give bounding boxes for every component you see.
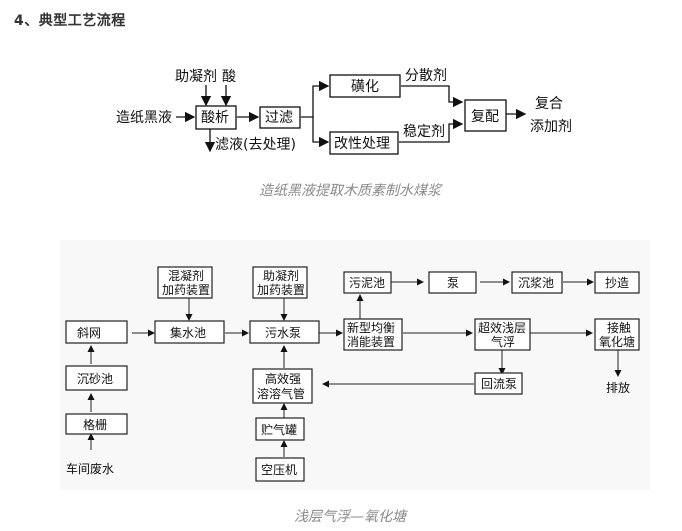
pulp-pool-box: 沉浆池	[518, 275, 554, 290]
diagram2-caption: 浅层气浮—氧化塘	[294, 509, 406, 525]
papermaking-box: 抄造	[605, 276, 629, 290]
equalizer-line1: 新型均衡	[347, 320, 395, 335]
coagulant-dosing-line2: 加药装置	[162, 283, 210, 297]
grit-chamber-box: 沉砂池	[77, 372, 113, 386]
oxidation-pond-line2: 氧化塘	[599, 334, 635, 349]
collection-pool-box: 集水池	[170, 325, 206, 340]
sludge-pool-box: 污泥池	[349, 276, 385, 290]
reflux-pump-box: 回流泵	[481, 377, 517, 391]
modification-box: 改性处理	[334, 136, 390, 152]
air-compressor-box: 空压机	[261, 463, 297, 477]
acid-label: 酸	[222, 69, 236, 85]
stabilizer-label: 稳定剂	[403, 124, 445, 140]
pump-box: 泵	[447, 276, 459, 290]
output-line1: 复合	[535, 95, 563, 112]
gas-tank-box: 贮气罐	[261, 422, 297, 437]
coagulant-aid-label: 助凝剂	[175, 69, 217, 85]
section-heading: 4、典型工艺流程	[14, 13, 126, 29]
sulfonation-box: 磺化	[351, 79, 379, 95]
black-liquor-flow-diagram: 助凝剂 酸 造纸黑液 酸析 过滤 磺化 改性处理 复配 滤液(去处理) 分散剂 …	[116, 68, 572, 155]
flotation-line1: 超效浅层	[478, 320, 526, 335]
filtration-box: 过滤	[265, 110, 293, 126]
black-liquor-label: 造纸黑液	[116, 110, 172, 126]
flotation-pond-flow-diagram: 斜网 沉砂池 格栅 车间废水 混凝剂 加药装置 集水池 助凝剂 加药装置 污水泵…	[65, 266, 640, 482]
wastewater-label: 车间废水	[66, 461, 114, 476]
dissolving-tube-line1: 高效强	[265, 371, 301, 386]
grating-box: 格栅	[83, 417, 107, 432]
acid-precipitation-box: 酸析	[201, 110, 229, 126]
aid-dosing-line1: 助凝剂	[263, 268, 299, 283]
equalizer-line2: 消能装置	[347, 335, 395, 349]
output-line2: 添加剂	[530, 119, 572, 135]
sewage-pump-box: 污水泵	[265, 326, 301, 340]
dissolving-tube-line2: 溶溶气管	[257, 386, 305, 401]
compounding-box: 复配	[471, 108, 499, 125]
dispersant-label: 分散剂	[405, 68, 447, 84]
arrow-sulfonation	[301, 80, 330, 118]
flotation-line2: 气浮	[491, 334, 515, 349]
oxidation-pond-line1: 接触	[607, 320, 631, 335]
coagulant-dosing-line1: 混凝剂	[168, 268, 204, 283]
inclined-screen-box: 斜网	[77, 326, 101, 340]
filtrate-label: 滤液(去处理)	[215, 137, 296, 153]
arrow-stabilizer	[399, 118, 464, 143]
aid-dosing-line2: 加药装置	[257, 283, 305, 297]
diagram1-caption: 造纸黑液提取木质素制水煤浆	[259, 183, 441, 199]
arrow-dispersant	[401, 85, 464, 108]
discharge-label: 排放	[606, 380, 630, 395]
